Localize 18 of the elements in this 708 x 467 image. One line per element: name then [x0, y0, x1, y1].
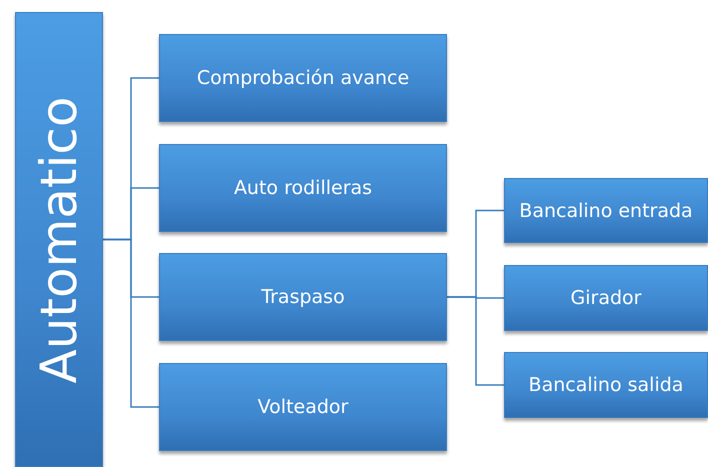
box-label: Girador [570, 287, 642, 309]
box-label: Bancalino entrada [519, 200, 693, 222]
process-box [504, 265, 708, 331]
process-box [159, 34, 447, 122]
process-box [159, 363, 447, 451]
process-box [504, 352, 708, 418]
box-label: Comprobación avance [196, 67, 410, 89]
box-label: Bancalino salida [528, 374, 684, 396]
box-label: Volteador [258, 396, 348, 418]
process-box [504, 178, 708, 243]
process-box [159, 144, 447, 232]
root-box [15, 12, 103, 467]
box-label: Automatico [30, 96, 88, 383]
connector-line [103, 238, 159, 408]
process-box [159, 253, 447, 341]
connector-line [447, 296, 504, 386]
box-label: Auto rodilleras [234, 177, 372, 199]
box-label: Traspaso [261, 286, 345, 308]
